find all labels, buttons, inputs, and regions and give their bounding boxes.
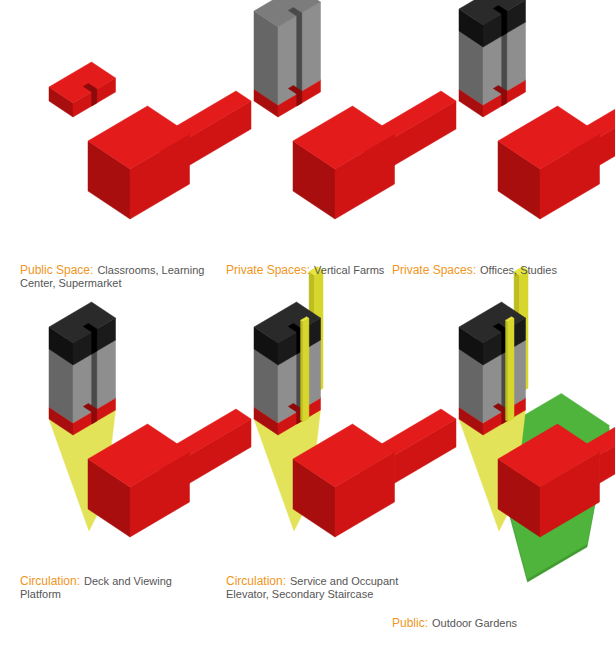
- tower-slit: [502, 33, 507, 94]
- occupant-elevator: [303, 318, 309, 422]
- caption-heading: Circulation:: [226, 574, 286, 588]
- tower-slit: [502, 11, 507, 36]
- tower-slit: [83, 403, 97, 412]
- panel-caption: Circulation:Deck and Viewing Platform: [20, 575, 205, 601]
- caption-heading: Private Spaces:: [226, 263, 310, 277]
- caption-body: Outdoor Gardens: [432, 617, 517, 629]
- offices-studies: [459, 302, 526, 343]
- caption-body: Vertical Farms: [314, 264, 384, 276]
- tower-slit: [288, 7, 302, 16]
- caption-heading: Circulation:: [20, 574, 80, 588]
- offices-studies: [49, 302, 116, 343]
- tower-slit: [493, 85, 507, 94]
- tower-slit: [92, 329, 97, 354]
- tower-slit: [493, 323, 507, 332]
- public-block: [498, 424, 600, 487]
- tower-slit: [288, 403, 302, 412]
- public-plate: [49, 62, 116, 103]
- occupant-elevator: [508, 318, 514, 422]
- occupant-elevator: [506, 317, 514, 322]
- occupant-elevator: [506, 320, 508, 422]
- caption-heading: Public Space:: [20, 263, 93, 277]
- tower-slit: [83, 323, 97, 332]
- tower-slit: [288, 85, 302, 94]
- public-block: [293, 106, 395, 169]
- tower-slit: [83, 83, 97, 92]
- occupant-elevator: [301, 320, 303, 422]
- public-block: [293, 424, 395, 487]
- caption-body: Offices, Studies: [480, 264, 557, 276]
- tower-slit: [493, 5, 507, 14]
- occupant-elevator: [301, 317, 309, 322]
- offices-studies: [254, 302, 321, 343]
- panel-caption: Public: Outdoor Gardens: [392, 617, 607, 630]
- tower-slit: [288, 323, 302, 332]
- caption-heading: Private Spaces:: [392, 263, 476, 277]
- public-block: [498, 106, 600, 169]
- caption-heading: Public:: [392, 616, 428, 630]
- panel-caption: Circulation:Service and Occupant Elevato…: [226, 575, 411, 601]
- panel-caption: Public Space:Classrooms, Learning Center…: [20, 264, 205, 290]
- vertical-farms: [254, 0, 321, 27]
- public-block: [88, 106, 190, 169]
- tower-slit: [493, 403, 507, 412]
- offices-studies: [459, 0, 526, 25]
- tower-slit: [92, 351, 97, 412]
- panel-caption: Private Spaces: Vertical Farms: [226, 264, 411, 277]
- tower-slit: [297, 13, 302, 94]
- public-block: [88, 424, 190, 487]
- panel-caption: Private Spaces: Offices, Studies: [392, 264, 607, 277]
- vertical-farms: [254, 11, 278, 105]
